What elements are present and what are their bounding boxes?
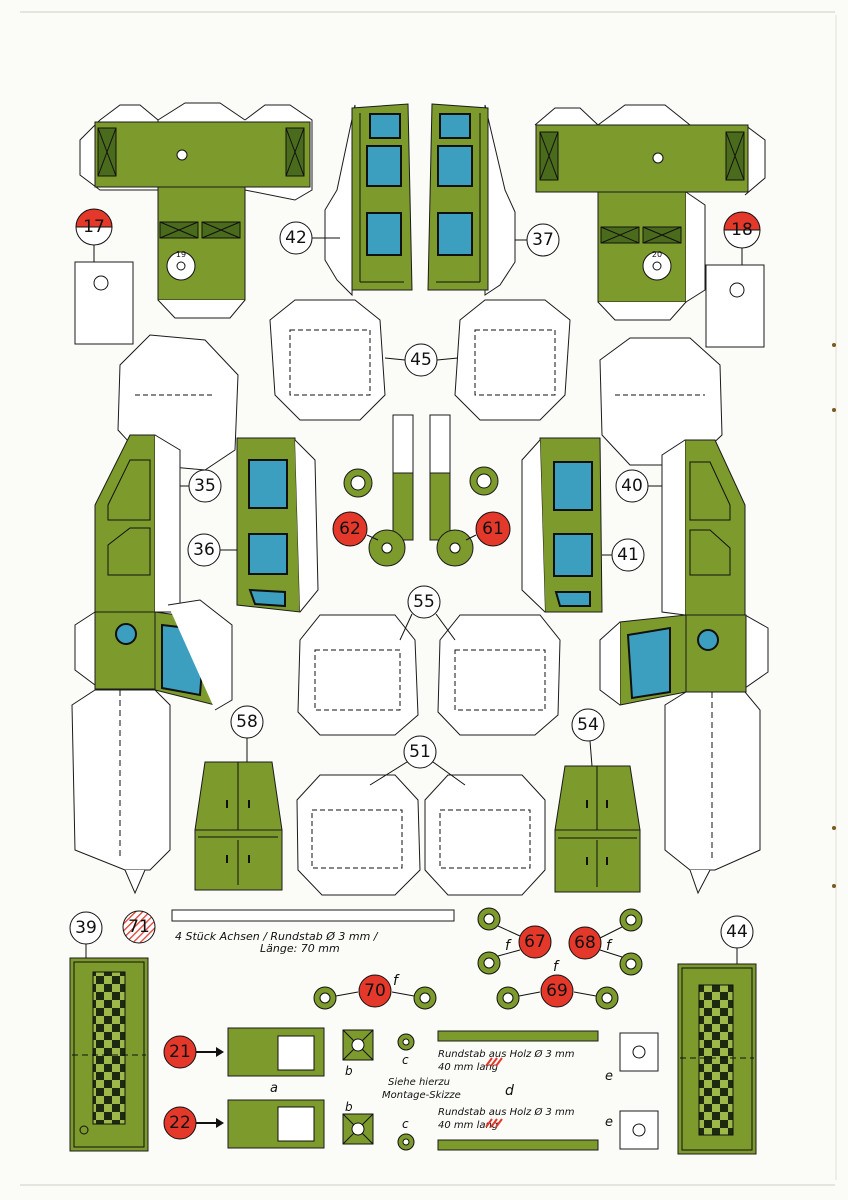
label-45: 45: [410, 350, 432, 370]
letter-f-68: f: [606, 938, 613, 954]
label-36: 36: [193, 540, 215, 560]
label-62: 62: [339, 519, 361, 539]
note-axles-line2: Länge: 70 mm: [260, 942, 340, 955]
label-58: 58: [236, 712, 258, 732]
letter-b-2: b: [345, 1100, 353, 1114]
wheels-70: 70 f: [313, 973, 437, 1010]
part-36: 36: [187, 437, 319, 613]
part-58: 58: [194, 705, 283, 891]
note-see-line2: Montage-Skizze: [382, 1090, 461, 1101]
right-lower-body: [599, 614, 769, 895]
label-61: 61: [482, 519, 504, 539]
label-67: 67: [524, 932, 546, 952]
part-45: 45: [269, 299, 571, 421]
label-40: 40: [621, 476, 643, 496]
wheels-68: 68 f: [568, 908, 643, 976]
part-18: 20 18: [534, 104, 766, 348]
part-17: 19 17: [74, 102, 313, 345]
letter-c-2: c: [402, 1117, 409, 1131]
label-39: 39: [75, 918, 97, 938]
label-17: 17: [83, 217, 105, 237]
part-54: 54: [554, 708, 641, 893]
part-41: 41: [521, 437, 645, 613]
part-39: 39: [69, 911, 149, 1152]
part-61: 61: [429, 414, 511, 567]
label-19: 19: [176, 250, 186, 259]
part-71: 71 4 Stück Achsen / Rundstab Ø 3 mm / Lä…: [122, 909, 455, 955]
label-20: 20: [652, 250, 662, 259]
label-18: 18: [731, 220, 753, 240]
label-54: 54: [577, 715, 599, 735]
label-69: 69: [546, 981, 568, 1001]
label-44: 44: [726, 922, 748, 942]
letter-e-2: e: [605, 1115, 613, 1130]
wheels-67: 67 f: [477, 907, 552, 975]
label-22: 22: [169, 1113, 191, 1133]
part-62: 62: [332, 414, 414, 567]
letter-f-67: f: [505, 938, 512, 954]
label-35: 35: [194, 476, 216, 496]
left-lower-body: [71, 599, 233, 895]
letter-a: a: [270, 1081, 278, 1096]
label-55: 55: [413, 592, 435, 612]
part-37: 37: [427, 103, 560, 296]
part-42: 42: [279, 103, 413, 297]
letter-c-1: c: [402, 1053, 409, 1067]
note-axles-line1: 4 Stück Achsen / Rundstab Ø 3 mm /: [175, 930, 379, 943]
part-22: 22 b c Rundstab aus Holz Ø 3 mm 40 mm la…: [163, 1099, 659, 1151]
letter-b-1: b: [345, 1064, 353, 1078]
letter-f-69: f: [553, 959, 560, 975]
part-55: 55: [297, 585, 561, 736]
label-71: 71: [128, 917, 150, 937]
note-see-line1: Siehe hierzu: [388, 1077, 450, 1088]
label-37: 37: [532, 230, 554, 250]
note-rod1-line1: Rundstab aus Holz Ø 3 mm: [438, 1048, 575, 1060]
note-rod2-line2: 40 mm lang: [438, 1120, 498, 1131]
part-44: 44: [677, 915, 757, 1155]
label-41: 41: [617, 545, 639, 565]
part-35: 35: [94, 334, 239, 613]
label-42: 42: [285, 228, 307, 248]
letter-d: d: [505, 1083, 514, 1099]
letter-f-70: f: [393, 973, 400, 989]
wheels-69: 69 f: [496, 959, 619, 1010]
note-rod1-line2: 40 mm lang: [438, 1062, 498, 1073]
part-51: 51: [296, 735, 546, 896]
label-51: 51: [409, 742, 431, 762]
letter-e-1: e: [605, 1069, 613, 1084]
label-21: 21: [169, 1042, 191, 1062]
label-70: 70: [364, 981, 386, 1001]
label-68: 68: [574, 933, 596, 953]
note-rod2-line1: Rundstab aus Holz Ø 3 mm: [438, 1106, 575, 1118]
part-40: 40: [599, 337, 746, 616]
part-21: 21 a b c Rundstab aus Holz Ø 3 mm 40 mm …: [163, 1027, 659, 1101]
